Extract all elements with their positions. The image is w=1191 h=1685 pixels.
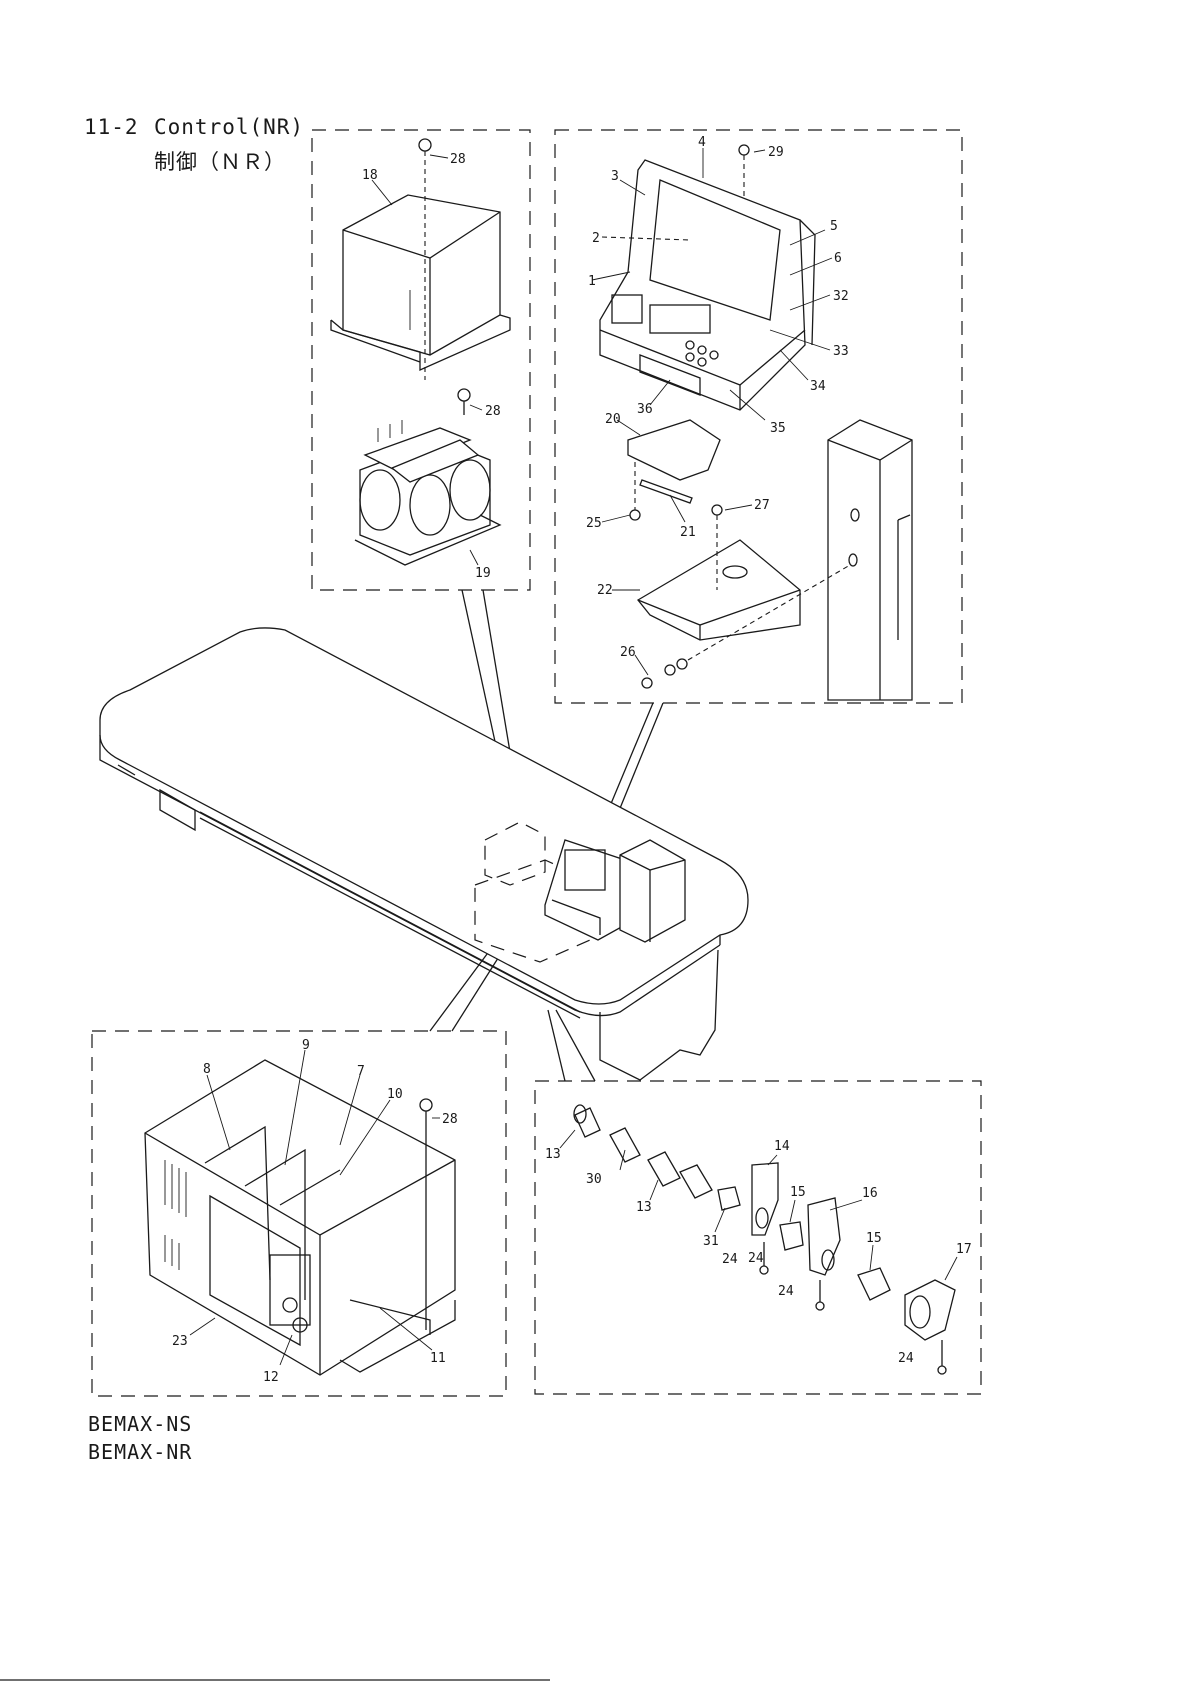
callout-15a: 15 [790,1185,806,1200]
callout-24a: 24 [722,1252,738,1267]
callout-24d: 24 [898,1351,914,1366]
callout-32: 32 [833,289,849,304]
callout-23: 23 [172,1334,188,1349]
callout-11: 11 [430,1351,446,1366]
callout-10: 10 [387,1087,403,1102]
callout-15b: 15 [866,1231,882,1246]
callout-22: 22 [597,583,613,598]
callout-28b: 28 [485,404,501,419]
mounting-plate-20 [628,420,720,480]
callout-35: 35 [770,421,786,436]
callout-6: 6 [834,251,842,266]
callout-20: 20 [605,412,621,427]
operation-panel-unit [600,160,815,410]
control-box [145,1060,455,1375]
callout-8: 8 [203,1062,211,1077]
callout-33: 33 [833,344,849,359]
callout-34: 34 [810,379,826,394]
bracket-22 [638,540,800,640]
connector-detail-frame [535,1081,981,1394]
connector-parts [574,1105,955,1374]
callout-27: 27 [754,498,770,513]
transformer-core [355,420,500,565]
callout-21: 21 [680,525,696,540]
callout-3: 3 [611,169,619,184]
callout-30: 30 [586,1172,602,1187]
callout-26: 26 [620,645,636,660]
callout-18: 18 [362,168,378,183]
callout-29: 29 [768,145,784,160]
callout-24c: 24 [778,1284,794,1299]
callout-12: 12 [263,1370,279,1385]
callout-24b: 24 [748,1251,764,1266]
callout-17: 17 [956,1242,972,1257]
callout-28c: 28 [442,1112,458,1127]
callout-36: 36 [637,402,653,417]
callout-5: 5 [830,219,838,234]
callout-13a: 13 [545,1147,561,1162]
transformer-cover [331,195,510,370]
callout-9: 9 [302,1038,310,1053]
callout-19: 19 [475,566,491,581]
callout-16: 16 [862,1186,878,1201]
callout-13b: 13 [636,1200,652,1215]
callout-31: 31 [703,1234,719,1249]
callout-2: 2 [592,231,600,246]
machine-frame-side [828,420,912,700]
callout-28a: 28 [450,152,466,167]
callout-14: 14 [774,1139,790,1154]
screw-28-mid [458,389,470,415]
callout-7: 7 [357,1064,365,1079]
callout-4: 4 [698,135,706,150]
callout-25: 25 [586,516,602,531]
seal-21 [640,480,692,503]
callout-1: 1 [588,274,596,289]
